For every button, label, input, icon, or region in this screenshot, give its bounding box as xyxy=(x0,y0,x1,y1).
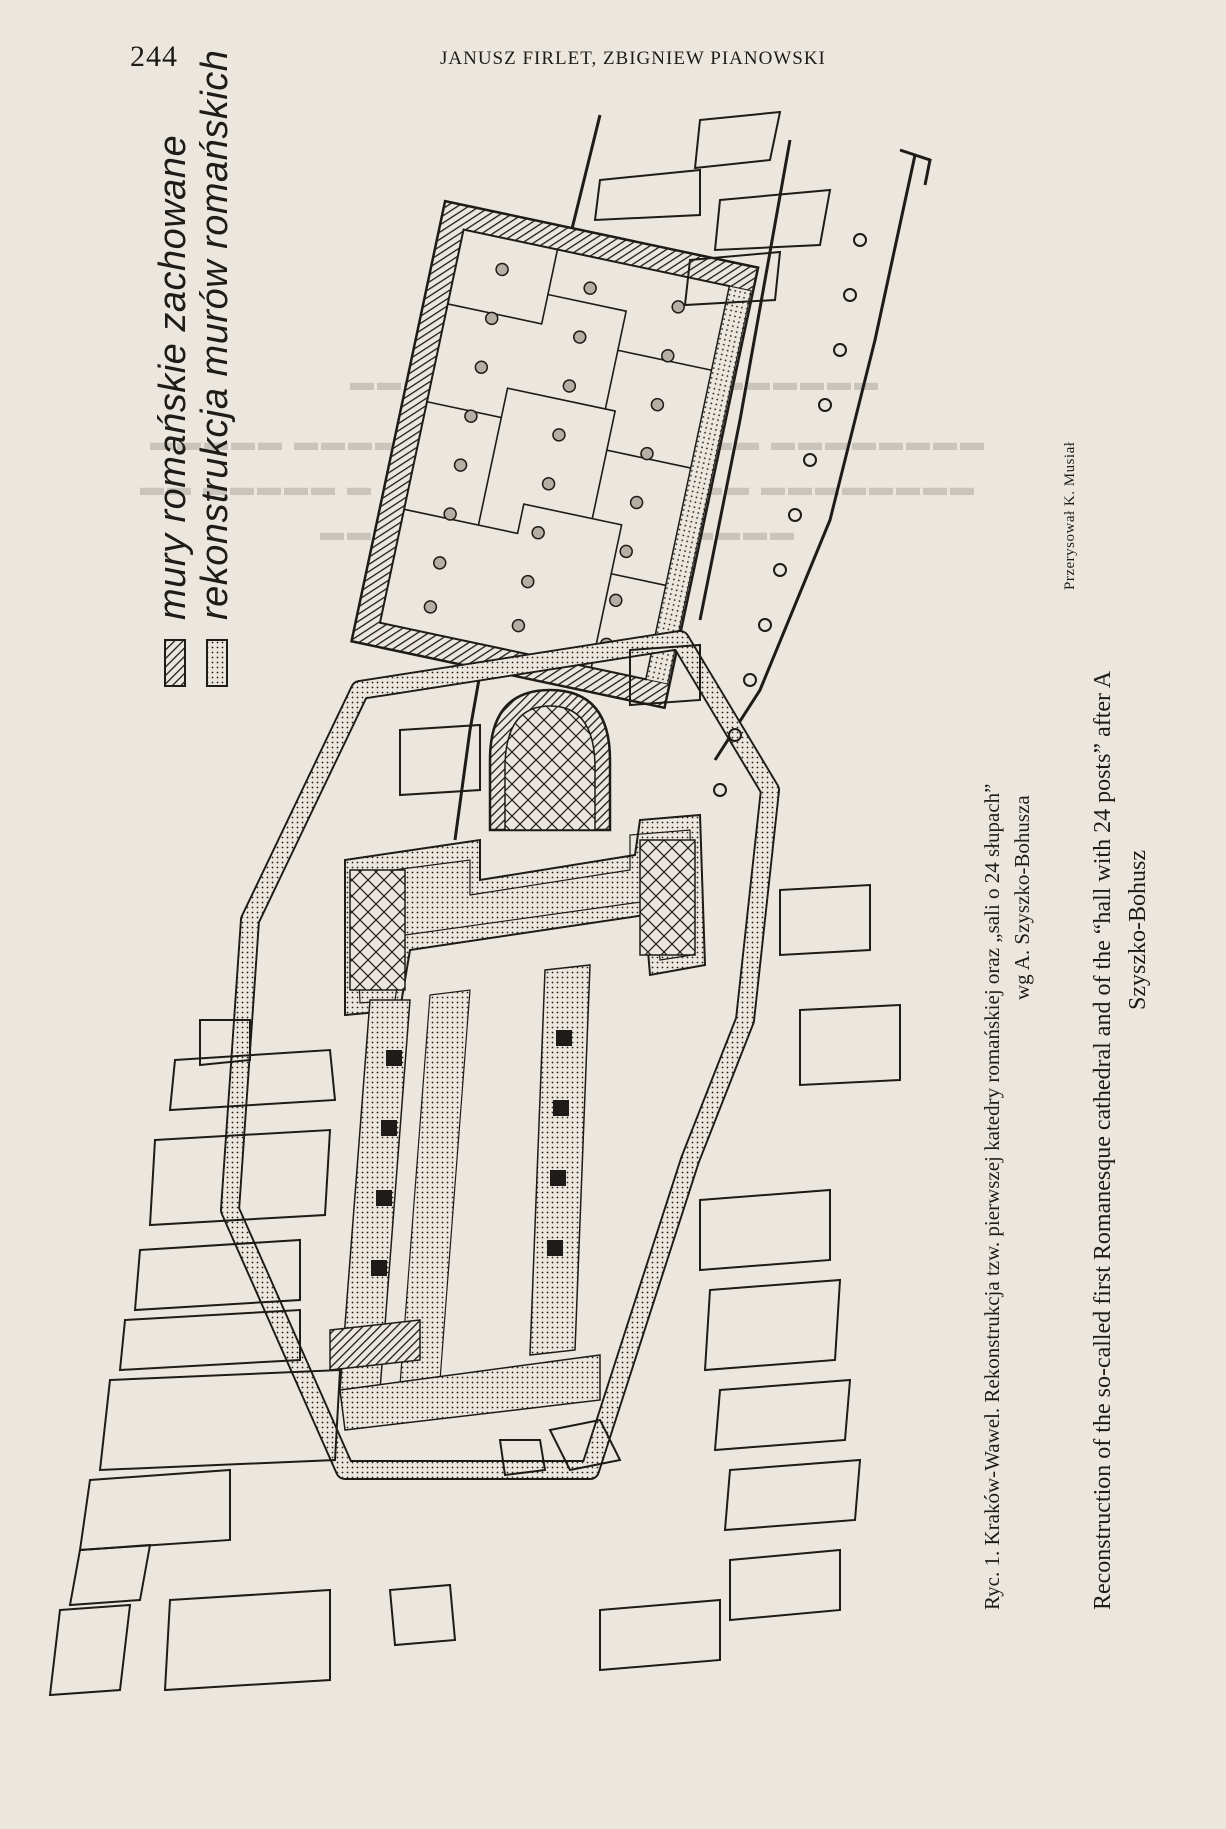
hall-24-posts xyxy=(350,199,760,710)
reconstructed-enclosure xyxy=(220,630,780,1480)
running-head: JANUSZ FIRLET, ZBIGNIEW PIANOWSKI xyxy=(440,48,826,69)
transept xyxy=(344,813,707,1017)
caption-polish-line1: Ryc. 1. Kraków-Wawel. Rekonstrukcja tzw.… xyxy=(980,783,1004,1611)
legend-swatches xyxy=(164,639,228,687)
apse xyxy=(488,688,612,832)
caption-polish-line2: wg A. Szyszko-Bohusza xyxy=(1010,795,1034,1000)
page-number: 244 xyxy=(130,40,178,73)
nave xyxy=(329,964,601,1431)
legend-reconstruction-label: rekonstrukcja murów romańskich xyxy=(194,49,236,620)
caption-english-line1: Reconstruction of the so-called first Ro… xyxy=(1090,670,1116,1610)
page-header: 244 JANUSZ FIRLET, ZBIGNIEW PIANOWSKI xyxy=(130,40,1130,80)
legend-reconstruction: rekonstrukcja murów romańskich xyxy=(194,50,237,620)
east-posts xyxy=(713,233,867,797)
legend-preserved-walls: mury romańskie zachowane xyxy=(152,135,195,620)
legend-preserved-label: mury romańskie zachowane xyxy=(152,134,194,620)
posts xyxy=(423,262,685,652)
later-buildings xyxy=(48,110,901,1697)
drawing-credit: Przerysował K. Musiał xyxy=(1062,441,1078,590)
caption-english-line2: Szyszko-Bohusz xyxy=(1125,850,1151,1010)
